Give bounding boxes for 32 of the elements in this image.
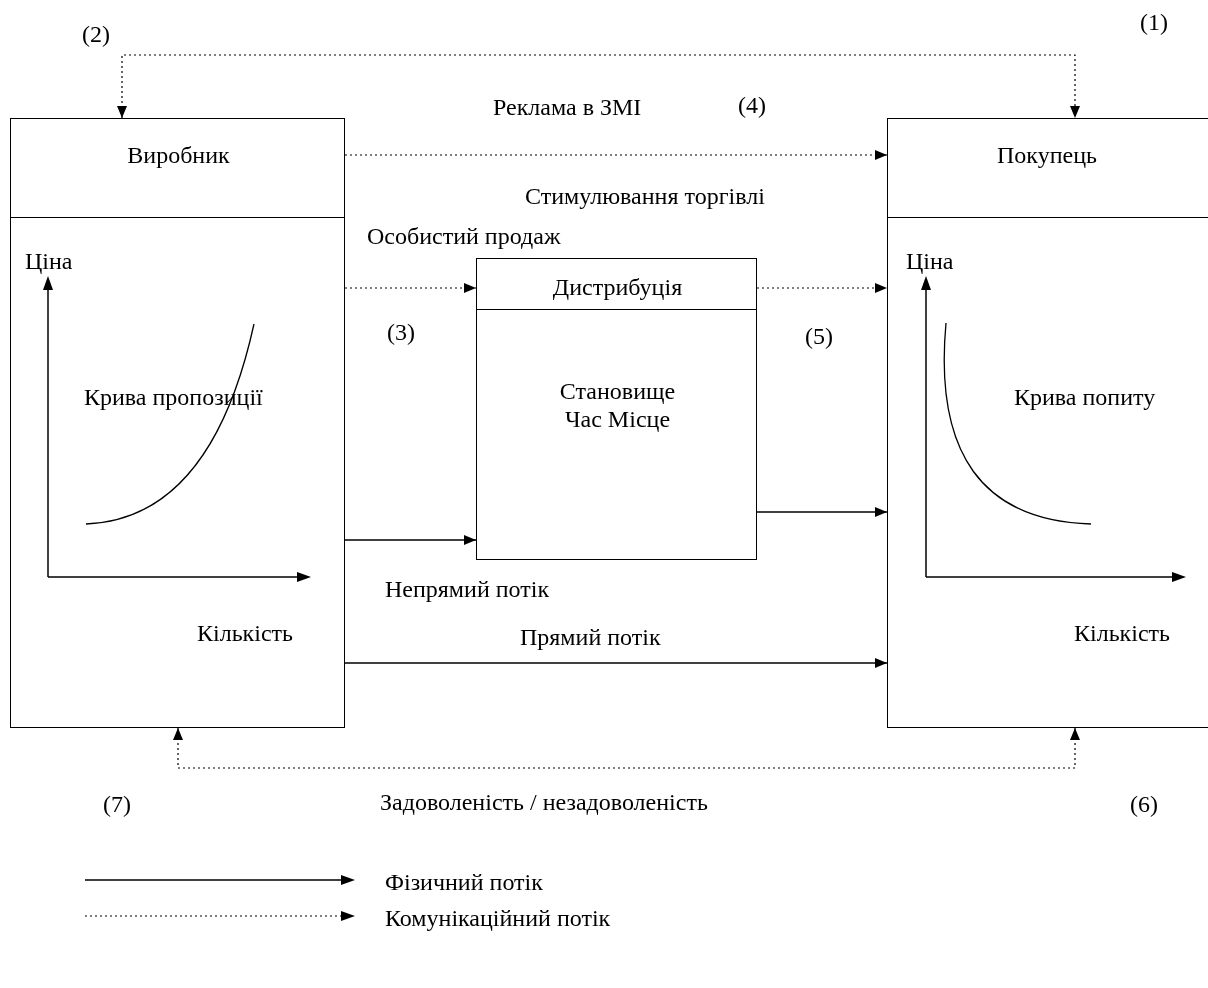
arrow (344, 658, 888, 668)
arrow (173, 727, 1080, 769)
callout-number: (3) (387, 318, 415, 346)
box-heading: Покупець (996, 141, 1098, 169)
arrow (756, 283, 888, 293)
flow-label: Непрямий потік (385, 575, 550, 603)
arrow (344, 535, 477, 545)
axis-label: Ціна (906, 247, 954, 275)
arrow (756, 507, 888, 517)
legend-text: Комунікаційний потік (385, 904, 611, 932)
process-box (887, 118, 1208, 728)
callout-number: (2) (82, 20, 110, 48)
process-box (476, 258, 757, 560)
flow-label: Особистий продаж (367, 222, 561, 250)
box-heading: Виробник (126, 141, 231, 169)
arrow (344, 150, 888, 160)
arrow (117, 54, 1080, 119)
axis-label: Кількість (1074, 619, 1170, 647)
legend-text: Фізичний потік (385, 868, 543, 896)
callout-number: (4) (738, 91, 766, 119)
axis-label: Ціна (25, 247, 73, 275)
callout-number: (6) (1130, 790, 1158, 818)
arrow (344, 283, 477, 293)
box-text: Становище Час Місце (558, 377, 677, 433)
curve-label: Крива попиту (1014, 383, 1156, 411)
process-box (10, 118, 345, 728)
axis-label: Кількість (197, 619, 293, 647)
flow-label: Стимулювання торгівлі (525, 182, 765, 210)
box-heading: Дистрибуція (551, 273, 684, 301)
callout-number: (5) (805, 322, 833, 350)
callout-number: (7) (103, 790, 131, 818)
callout-number: (1) (1140, 8, 1168, 36)
